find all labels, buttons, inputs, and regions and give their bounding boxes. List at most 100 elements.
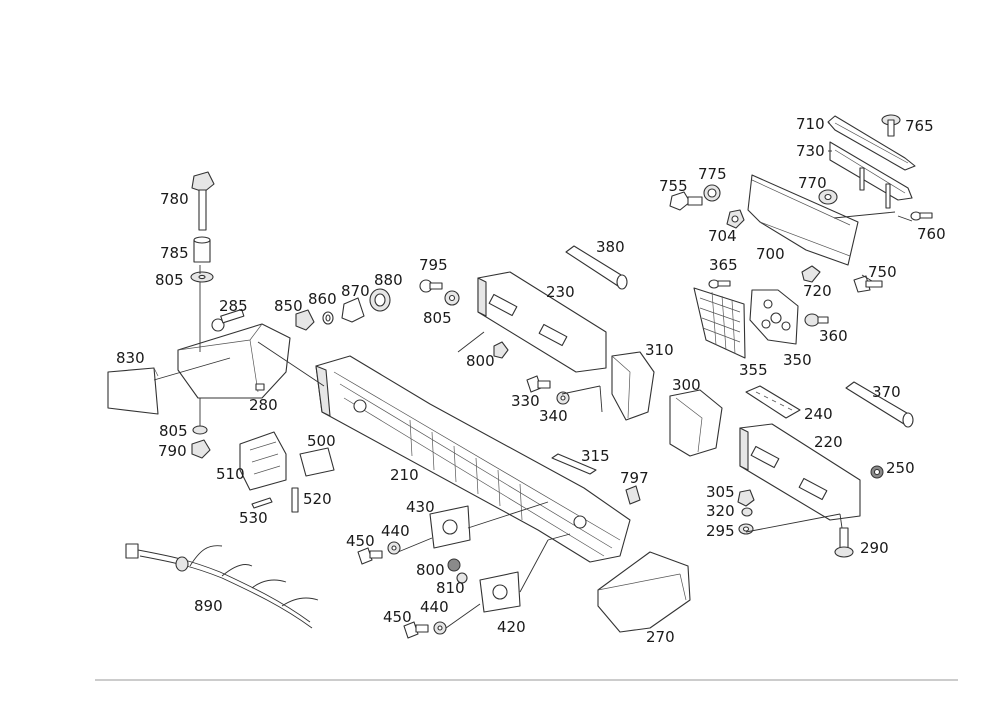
label-770: 770 [798,174,827,192]
part-230-bracket [477,271,607,373]
label-330: 330 [511,392,540,410]
part-365-screw [708,279,731,289]
part-805-washer-a [444,290,460,306]
label-730: 730 [796,142,825,160]
part-890-harness [125,543,319,629]
part-850-cap [295,309,315,331]
label-880: 880 [374,271,403,289]
label-500: 500 [307,432,336,450]
part-450-bolt-a [357,547,383,565]
part-755-bolt [669,191,703,211]
part-285-bolt [211,308,245,332]
part-780-bolt [191,171,215,231]
part-530-strip [251,497,273,509]
label-210: 210 [390,466,419,484]
part-310-endcap [611,351,655,421]
label-775: 775 [698,165,727,183]
leader-lines [153,122,913,629]
part-760-screw [910,211,933,221]
label-890: 890 [194,597,223,615]
part-270-endcap [597,551,691,633]
label-295: 295 [706,522,735,540]
part-250-nut [870,465,884,479]
label-830: 830 [116,349,145,367]
label-765: 765 [905,117,934,135]
part-520-pin [291,487,299,513]
part-880-sleeve [369,288,391,312]
part-380-tube [565,245,628,290]
part-770-washer [818,189,838,205]
label-305: 305 [706,483,735,501]
label-290: 290 [860,539,889,557]
part-305-nut [737,489,755,507]
label-250: 250 [886,459,915,477]
label-710: 710 [796,115,825,133]
label-805-a: 805 [423,309,452,327]
part-450-bolt-b [403,621,429,639]
part-500-cover [299,447,335,477]
part-420-bracket [479,571,521,613]
part-340-washer [556,391,570,405]
label-810: 810 [436,579,465,597]
label-785: 785 [160,244,189,262]
part-805-washer-c [192,425,208,435]
part-430-bracket [429,505,471,549]
label-700: 700 [756,245,785,263]
label-270: 270 [646,628,675,646]
label-315: 315 [581,447,610,465]
label-755: 755 [659,177,688,195]
part-labels: 710 765 730 755 775 770 704 760 700 365 … [116,115,946,646]
part-370-tube [845,381,914,428]
label-430: 430 [406,498,435,516]
label-420: 420 [497,618,526,636]
label-360: 360 [819,327,848,345]
part-510-module [239,431,287,491]
part-790-nut [191,439,211,459]
part-800-nut-b [447,558,461,572]
part-220-bracket [739,423,861,521]
label-440-b: 440 [420,598,449,616]
label-280: 280 [249,396,278,414]
part-800-nut-a [493,341,509,359]
label-760: 760 [917,225,946,243]
label-320: 320 [706,502,735,520]
label-800-a: 800 [466,352,495,370]
label-380: 380 [596,238,625,256]
part-320-washer [741,507,753,517]
part-210-bumper [315,355,631,563]
label-797: 797 [620,469,649,487]
label-285: 285 [219,297,248,315]
label-870: 870 [341,282,370,300]
label-340: 340 [539,407,568,425]
part-750-screw [853,275,883,293]
part-720-clip [801,265,821,283]
label-850: 850 [274,297,303,315]
part-704-nut [726,209,745,229]
label-450-b: 450 [383,608,412,626]
part-280-endcap [177,323,291,399]
part-805-washer-b [190,271,214,283]
part-360-screw [804,313,829,327]
part-350-bracket [749,289,799,345]
part-290-stud [834,527,854,558]
label-450-a: 450 [346,532,375,550]
part-240-plate [745,385,801,419]
label-230: 230 [546,283,575,301]
part-810-washer [456,572,468,584]
label-310: 310 [645,341,674,359]
label-370: 370 [872,383,901,401]
part-830-plate [107,367,159,415]
part-300-endcap [669,389,723,457]
label-530: 530 [239,509,268,527]
part-795-bolt [419,279,443,293]
label-860: 860 [308,290,337,308]
part-700-plate [747,174,859,266]
label-220: 220 [814,433,843,451]
label-780: 780 [160,190,189,208]
part-440-washer-b [433,621,447,635]
part-797-clip [625,485,641,505]
part-355-grille [693,287,746,359]
part-870-clip [341,297,365,323]
part-710-rail [827,115,916,171]
